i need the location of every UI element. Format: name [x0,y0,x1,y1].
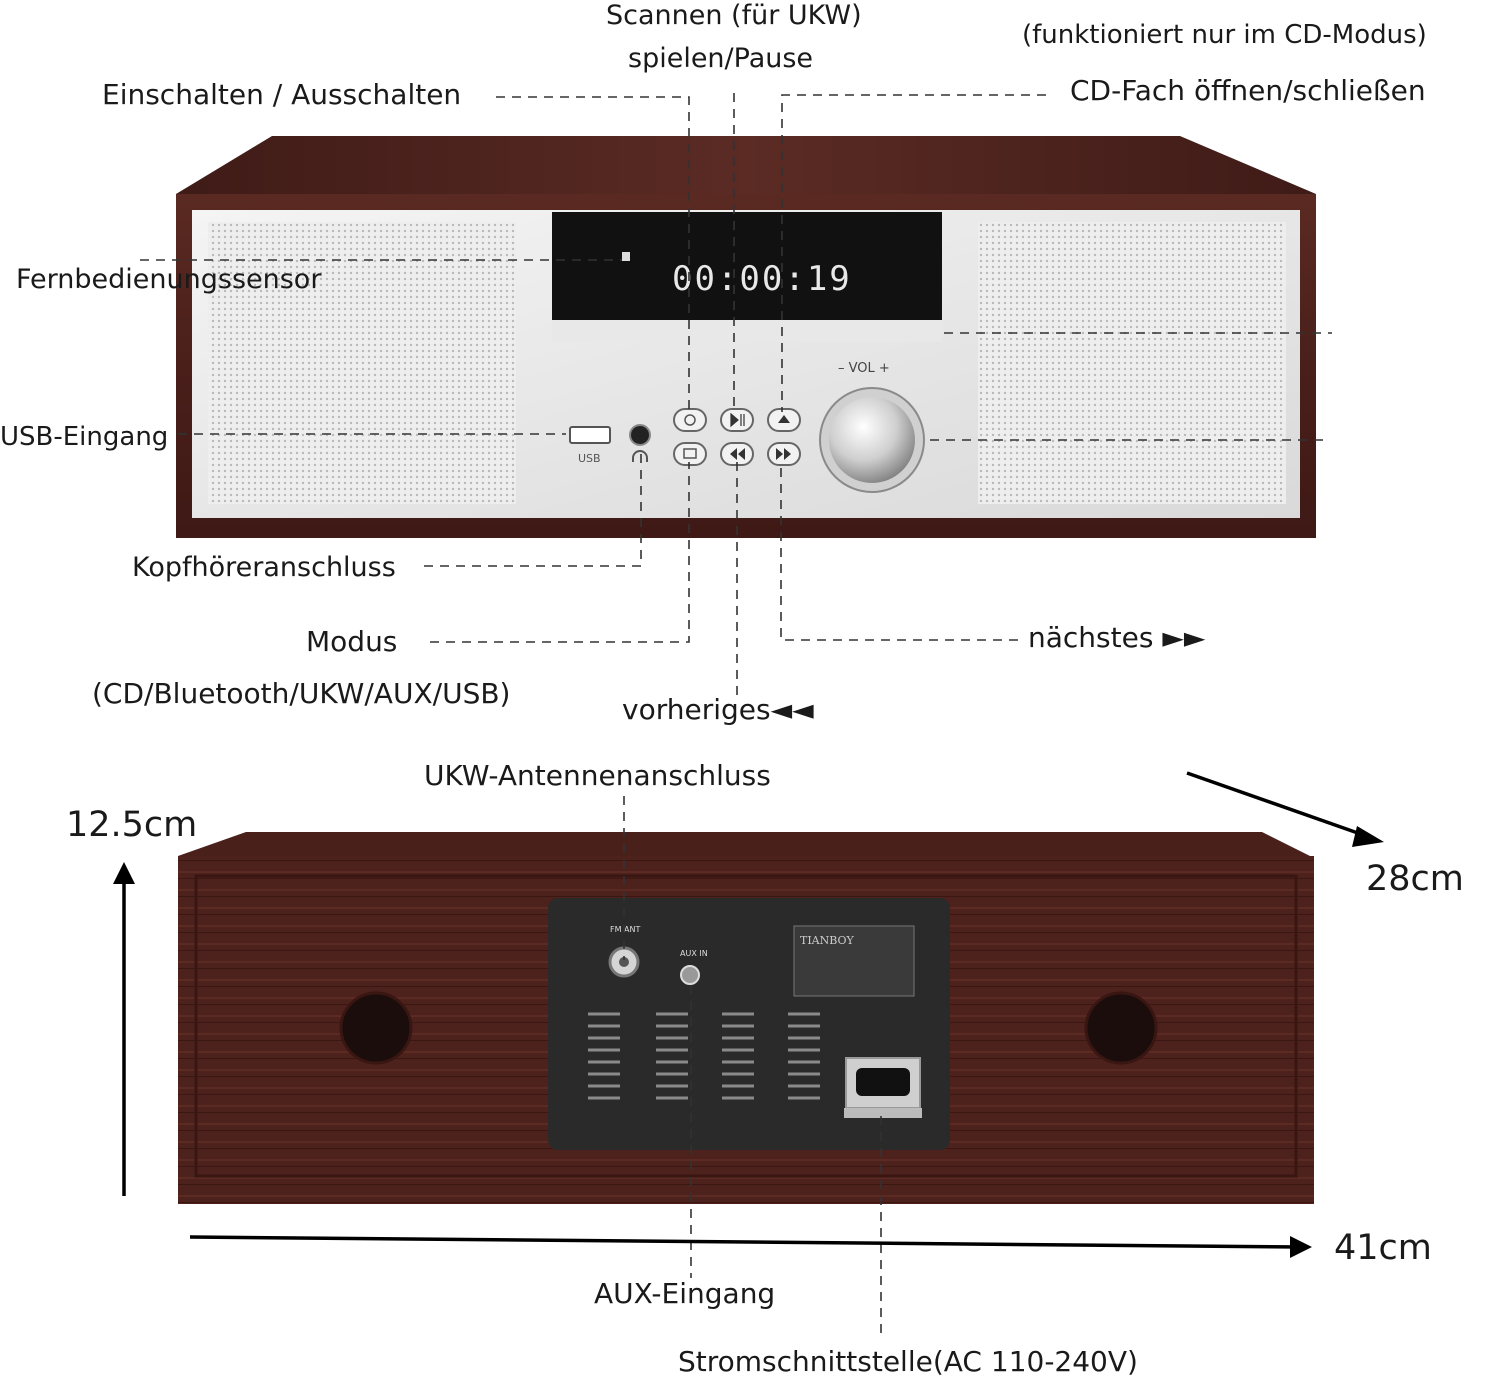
label-mode-options: (CD/Bluetooth/UKW/AUX/USB) [92,677,511,710]
vent-slots [588,1012,820,1100]
eject-icon [778,415,790,423]
label-headphone: Kopfhöreranschluss [132,552,396,583]
label-mode: Modus [306,625,398,658]
front-top-surface [176,136,1316,194]
left-bass-port [339,991,413,1065]
depth-arrow [1186,771,1373,840]
label-remote-sensor: Fernbedienungssensor [16,264,322,295]
label-power: Einschalten / Ausschalten [102,78,462,111]
headphone-jack[interactable] [629,424,651,446]
label-usb-input: USB-Eingang [0,422,169,452]
next-icon [776,448,791,460]
width-arrow-head [1290,1236,1312,1258]
eject-button[interactable] [767,408,801,432]
label-next: nächstes ►► [1028,621,1206,654]
mode-icon [683,448,697,459]
power-button[interactable] [673,408,707,432]
label-scan-fm: Scannen (für UKW) [606,0,862,31]
display-time: 00:00:19 [672,259,852,299]
dimension-height: 12.5cm [66,805,198,845]
depth-arrow-head [1352,826,1384,847]
power-socket-inner [856,1068,910,1096]
display-reflection [552,320,942,342]
fm-antenna-jack-center [619,957,629,967]
usb-port-label: USB [578,452,601,465]
width-arrow [189,1235,1301,1249]
display-window [552,212,942,320]
volume-knob[interactable] [829,397,915,483]
play-pause-icon [730,412,745,428]
label-cd-tray: CD-Fach öffnen/schließen [1070,74,1426,107]
back-inner-frame [194,874,1298,1178]
headphone-icon [632,450,648,462]
label-fm-antenna: UKW-Antennenanschluss [424,759,771,792]
previous-button[interactable] [720,442,754,466]
label-power-socket: Stromschnittstelle(AC 110-240V) [678,1345,1138,1378]
left-speaker-grille [208,222,516,504]
brand-label: TIANBOY [800,934,855,947]
back-unit: FM ANT AUX IN TIANBOY [178,832,1314,1204]
back-top-edge [178,832,1314,858]
dimension-width: 41cm [1334,1228,1432,1268]
dimension-depth: 28cm [1366,859,1464,899]
right-bass-port [1084,991,1158,1065]
aux-jack-label: AUX IN [680,949,708,958]
power-icon [684,414,696,426]
rating-label [793,925,915,997]
volume-label: – VOL + [838,361,890,376]
mode-button[interactable] [673,442,707,466]
label-previous: vorheriges◄◄ [622,693,814,726]
label-aux-input: AUX-Eingang [594,1277,776,1310]
right-speaker-grille [978,222,1286,504]
power-socket-rating [844,1108,922,1118]
usb-port[interactable] [569,426,611,444]
fm-jack-label: FM ANT [610,925,641,934]
remote-sensor-dot [622,252,630,261]
front-unit: 00:00:19 USB [176,136,1316,538]
label-cd-only-note: (funktioniert nur im CD-Modus) [1022,20,1427,50]
dimension-arrows [113,771,1384,1258]
leader-lines [140,93,1332,1340]
play-pause-button[interactable] [720,408,754,432]
label-play-pause: spielen/Pause [628,43,814,74]
previous-icon [730,448,745,460]
height-arrow-head [113,862,135,884]
next-button[interactable] [767,442,801,466]
aux-in-jack[interactable] [680,965,700,985]
